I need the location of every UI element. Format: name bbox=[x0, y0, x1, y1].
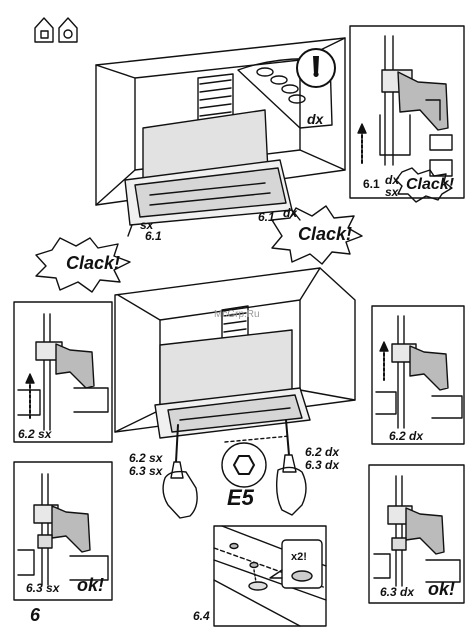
ok-left-label: ok! bbox=[77, 575, 104, 595]
warning-bubble bbox=[237, 58, 333, 129]
step-6-3-dx-box-label: 6.3 dx bbox=[380, 585, 415, 599]
inset-6-1-frame bbox=[349, 25, 465, 199]
box-6-2-sx-frame bbox=[13, 301, 113, 443]
hand-icon bbox=[162, 470, 198, 519]
step-6-2-dx-box-label: 6.2 dx bbox=[389, 429, 424, 443]
watermark: McGrp.Ru bbox=[214, 309, 260, 320]
tool-code-label: E5 bbox=[227, 485, 254, 510]
dx-label-top: dx bbox=[307, 111, 324, 127]
page-number: 6 bbox=[30, 605, 41, 625]
step-6-2-dx-main-label: 6.2 dx bbox=[305, 445, 340, 459]
step-6-1-inset-sx: sx bbox=[385, 185, 399, 199]
box-6-3-dx-illustration bbox=[373, 475, 461, 587]
step-6-1-inset-dx: dx bbox=[385, 173, 400, 187]
main-cabinet-illustration bbox=[114, 267, 356, 443]
screwdriver-icon bbox=[282, 419, 297, 473]
step-6-1-left-label: 6.1 bbox=[145, 229, 162, 243]
clack-burst-left bbox=[35, 237, 131, 293]
step-6-1-mid-label: 6.1 bbox=[258, 210, 275, 224]
hand-icon bbox=[275, 466, 307, 516]
house-wall-icon bbox=[34, 17, 54, 43]
box-6-3-dx-frame bbox=[368, 464, 465, 604]
clack-burst-inset bbox=[395, 167, 453, 203]
box-6-4-illustration bbox=[213, 525, 327, 627]
top-cabinet-illustration bbox=[95, 37, 346, 237]
ok-right-label: ok! bbox=[428, 579, 455, 599]
box-6-3-sx-frame bbox=[13, 461, 113, 601]
box-6-2-dx-illustration bbox=[375, 315, 463, 429]
step-6-1-inset-number: 6.1 bbox=[363, 177, 380, 191]
house-hood-icon bbox=[58, 17, 78, 43]
warning-mark bbox=[313, 56, 319, 77]
box-6-3-sx-illustration bbox=[17, 473, 109, 586]
step-6-3-sx-main-label: 6.3 sx bbox=[129, 464, 163, 478]
box-6-2-sx-illustration bbox=[17, 313, 109, 431]
step-6-2-sx-main-label: 6.2 sx bbox=[129, 451, 163, 465]
step-6-3-dx-main-label: 6.3 dx bbox=[305, 458, 340, 472]
dx-label-mid: dx bbox=[283, 206, 298, 220]
step-6-4-label: 6.4 bbox=[193, 609, 210, 623]
sx-label-main: sx bbox=[140, 218, 154, 232]
clack-inset-label: Clack! bbox=[406, 176, 455, 193]
clack-burst-right bbox=[271, 205, 363, 265]
step-6-3-sx-box-label: 6.3 sx bbox=[26, 581, 60, 595]
x2-label: x2! bbox=[291, 551, 307, 563]
hex-wrench-icon bbox=[221, 442, 267, 488]
step-6-2-sx-box-label: 6.2 sx bbox=[18, 427, 52, 441]
clack-left-label: Clack! bbox=[66, 253, 121, 273]
inset-6-1-illustration bbox=[357, 35, 453, 177]
box-6-4-frame bbox=[213, 525, 327, 627]
clack-right-label: Clack! bbox=[298, 224, 353, 244]
box-6-2-dx-frame bbox=[371, 305, 465, 445]
